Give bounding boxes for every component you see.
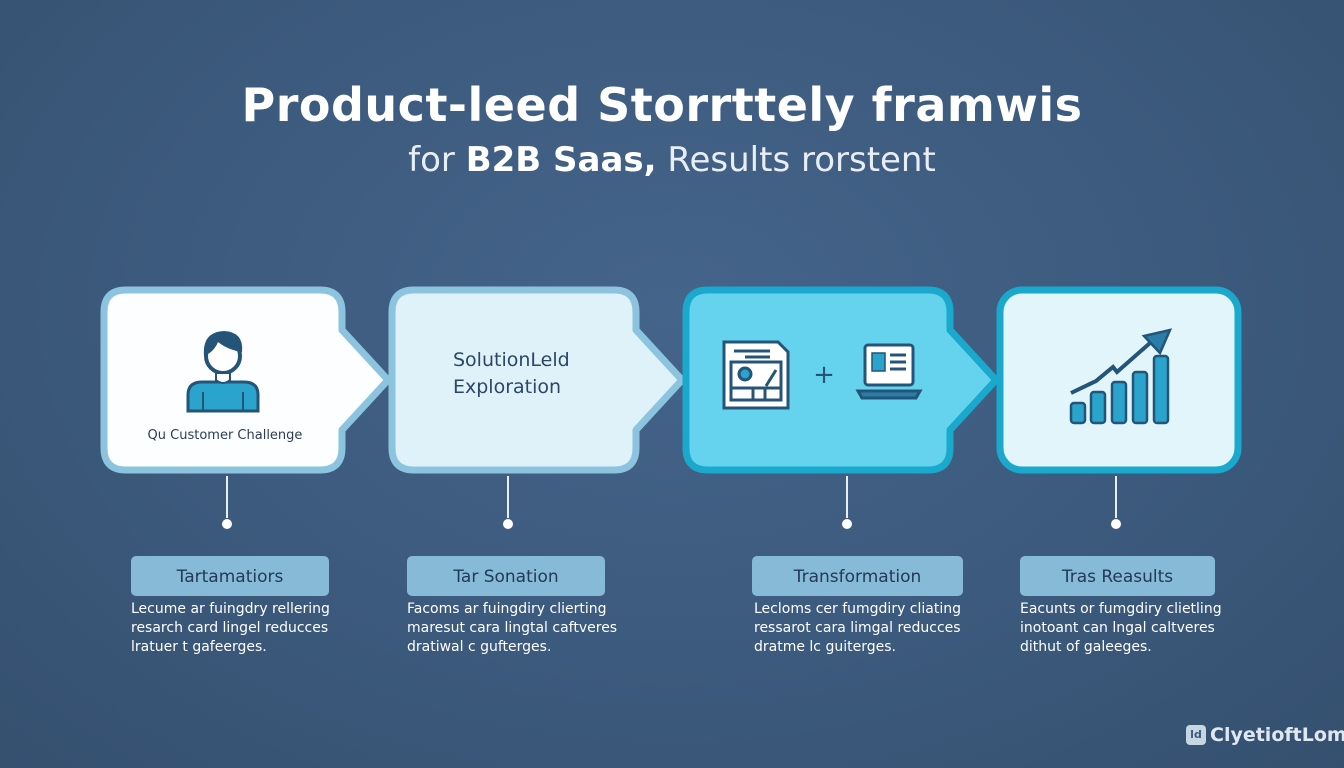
stage-3-label: Transformation bbox=[752, 556, 963, 596]
connector-dot-4 bbox=[1111, 519, 1121, 529]
document-icon bbox=[722, 340, 790, 410]
watermark-logo: ld ClyetioftLom bbox=[1186, 724, 1344, 746]
page-title: Product-leed Storrttely framwis bbox=[241, 78, 1083, 132]
plus-sign: + bbox=[813, 360, 835, 390]
stage-1-label: Tartamatiors bbox=[131, 556, 329, 596]
subtitle-bold: B2B Saas, bbox=[465, 140, 657, 180]
person-icon bbox=[186, 331, 260, 413]
stage-2-description: Facoms ar fuingdiry clierting maresut ca… bbox=[407, 601, 618, 655]
stage-3-description: Lecloms cer fumgdiry cliating ressarot c… bbox=[754, 601, 962, 655]
card-2-shape bbox=[388, 286, 686, 474]
card-3-shape bbox=[682, 286, 1000, 474]
stage-4-label: Tras Reasults bbox=[1020, 556, 1215, 596]
connector-dot-1 bbox=[222, 519, 232, 529]
card-2-title-line1: SolutionLeld bbox=[453, 349, 570, 371]
card-4-shape bbox=[996, 286, 1242, 474]
page-subtitle: for B2B Saas, Results rorstent bbox=[0, 140, 1344, 180]
card-1-label: Qu Customer Challenge bbox=[147, 428, 303, 443]
card-1-shape bbox=[100, 286, 392, 474]
growth-chart-icon bbox=[1069, 328, 1173, 425]
connector-dot-2 bbox=[503, 519, 513, 529]
laptop-chart-icon bbox=[855, 343, 923, 400]
connector-dot-3 bbox=[842, 519, 852, 529]
card-2-title-line2: Exploration bbox=[453, 376, 562, 398]
stage-4-description: Eacunts or fumgdiry clietling inotoant c… bbox=[1020, 601, 1222, 655]
subtitle-prefix: for bbox=[408, 140, 466, 180]
subtitle-suffix: Results rorstent bbox=[656, 140, 936, 180]
stage-1-description: Lecume ar fuingdry rellering resarch car… bbox=[131, 601, 330, 655]
watermark-text: ClyetioftLom bbox=[1210, 724, 1344, 746]
logo-icon: ld bbox=[1186, 725, 1206, 745]
stage-2-label: Tar Sonation bbox=[407, 556, 605, 596]
card-2-title: SolutionLeld Exploration bbox=[453, 347, 570, 401]
